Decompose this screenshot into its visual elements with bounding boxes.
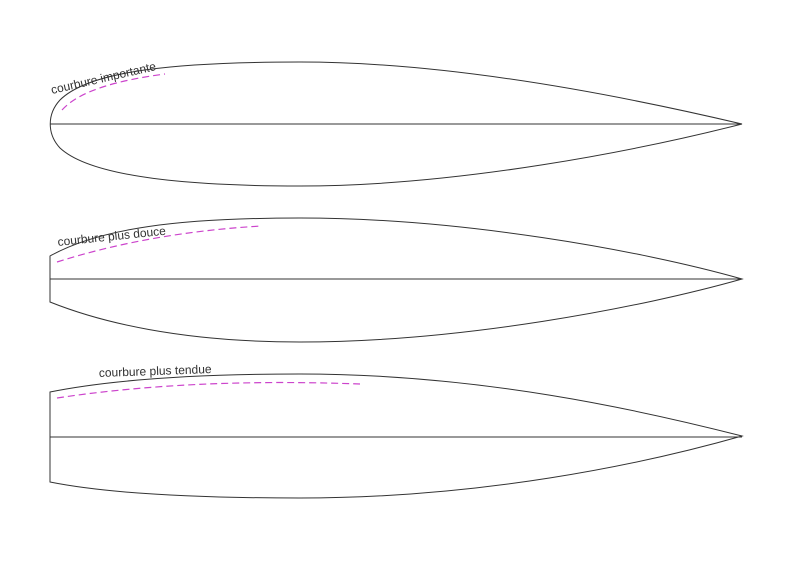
profile-3: courbure plus tendue (49, 362, 744, 499)
profile-3-outline (49, 373, 744, 499)
profile-3-curvature-dash (56, 381, 361, 399)
profile-3-label: courbure plus tendue (99, 362, 212, 380)
profile-2: courbure plus douce (49, 217, 744, 343)
profile-1: courbure importante (50, 59, 743, 187)
profile-1-label: courbure importante (50, 59, 158, 97)
profile-1-curvature-dash (61, 73, 166, 111)
profile-2-label: courbure plus douce (57, 224, 167, 249)
profile-2-curvature-dash (56, 225, 263, 263)
